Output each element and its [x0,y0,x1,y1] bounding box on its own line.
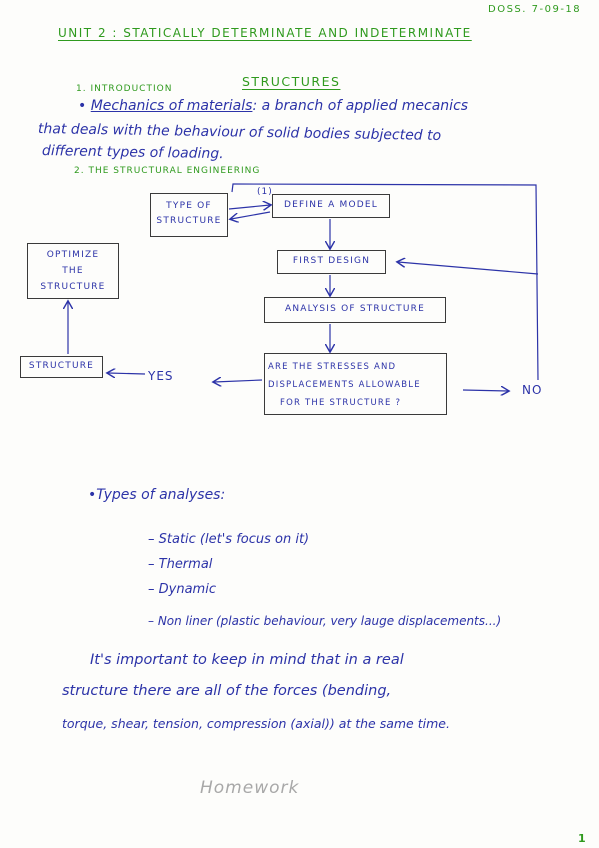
type-of-structure-line-1: TYPE OF [166,201,212,211]
term-mechanics-of-materials: Mechanics of materials [90,98,253,114]
question-line-3: FOR THE STRUCTURE ? [280,398,402,408]
date-label: DOSS. 7-09-18 [488,4,582,15]
structure-box: STRUCTURE [20,356,103,378]
question-box: ARE THE STRESSES AND DISPLACEMENTS ALLOW… [264,353,447,415]
analysis-item-thermal: – Thermal [148,557,213,572]
no-label: NO [522,383,543,397]
optimize-line-3: STRUCTURE [40,282,106,292]
definition-part-1: : a branch of applied mecanics [252,98,469,114]
paragraph-line-3: torque, shear, tension, compression (axi… [62,716,450,731]
define-model-label: DEFINE A MODEL [283,200,379,210]
paragraph-line-1: It's important to keep in mind that in a… [90,652,404,668]
analysis-item-static: – Static (let's focus on it) [148,532,310,547]
type-of-structure-line-2: STRUCTURE [156,216,222,226]
first-design-label: FIRST DESIGN [292,256,371,266]
step-number: (1) [257,187,273,197]
optimize-line-1: OPTIMIZE [46,250,100,260]
structure-label: STRUCTURE [28,361,95,371]
analysis-item-dynamic: – Dynamic [148,582,216,597]
section-2-heading: 2. THE STRUCTURAL ENGINEERING [74,166,261,176]
optimize-line-2: THE [62,266,84,276]
analysis-box: ANALYSIS OF STRUCTURE [264,297,446,323]
homework-note: Homework [200,778,300,798]
intro-line-1: • Mechanics of materials: a branch of ap… [78,98,468,114]
bullet: • [78,98,87,114]
intro-heading: 1. INTRODUCTION [76,84,173,94]
analysis-item-non-linear: – Non liner (plastic behaviour, very lau… [148,614,502,628]
unit-title-continued: STRUCTURES [242,74,341,89]
question-line-1: ARE THE STRESSES AND [268,362,397,372]
type-of-structure-box: TYPE OF STRUCTURE [150,193,228,237]
analyses-heading: •Types of analyses: [88,487,226,503]
page-number: 1 [578,832,586,845]
first-design-box: FIRST DESIGN [277,250,386,274]
question-line-2: DISPLACEMENTS ALLOWABLE [268,380,421,390]
analysis-label: ANALYSIS OF STRUCTURE [285,304,425,314]
optimize-box: OPTIMIZE THE STRUCTURE [27,243,119,299]
unit-title: UNIT 2 : STATICALLY DETERMINATE AND INDE… [58,26,472,40]
yes-label: YES [148,369,174,383]
paragraph-line-2: structure there are all of the forces (b… [62,683,392,699]
